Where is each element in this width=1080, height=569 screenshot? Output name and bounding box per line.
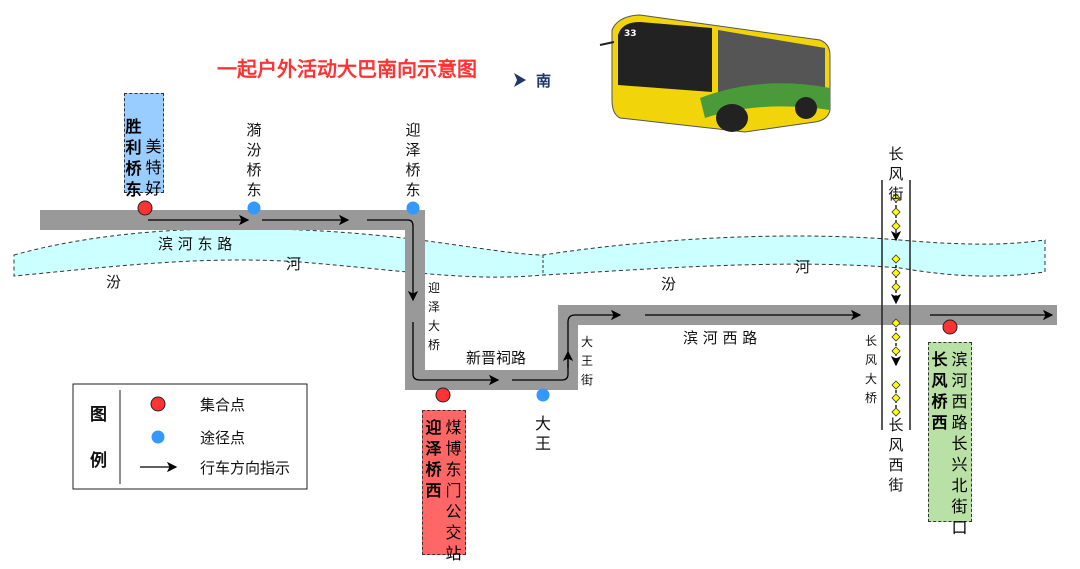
meeting-point-detail: 滨河西路长兴北街口 bbox=[951, 350, 968, 537]
legend-box bbox=[72, 383, 308, 490]
meeting-point-name: 长风桥西 bbox=[931, 350, 948, 432]
meeting-point-dot[interactable] bbox=[137, 200, 153, 216]
meeting-point-card-yingze[interactable]: 迎泽桥西 煤博东门公交站 bbox=[422, 410, 466, 563]
river-label: 河 bbox=[795, 258, 810, 276]
river-label: 汾 bbox=[106, 273, 121, 291]
legend-waypoint-dot bbox=[151, 430, 165, 444]
meeting-point-card-changfeng[interactable]: 长风桥西 滨河西路长兴北街口 bbox=[928, 342, 972, 537]
meeting-point-detail: 美特好 bbox=[145, 137, 162, 198]
meeting-point-card-shengli[interactable]: 胜利桥东 美特好 bbox=[124, 93, 164, 199]
waypoint-label-dawang: 大王 bbox=[535, 414, 552, 453]
river-label: 汾 bbox=[661, 275, 676, 293]
road-label-binhe-west: 滨 河 西 路 bbox=[683, 329, 757, 347]
legend-label-waypoint: 途径点 bbox=[200, 429, 245, 447]
meeting-point-detail: 煤博东门公交站 bbox=[445, 418, 462, 563]
meeting-point-dot[interactable] bbox=[435, 387, 451, 403]
meeting-point-name: 迎泽桥西 bbox=[425, 418, 442, 500]
bus-icon: 33 bbox=[599, 14, 831, 133]
bus-number: 33 bbox=[624, 29, 637, 39]
waypoint-label-yiqiao-east: 漪汾桥东 bbox=[246, 121, 262, 199]
road-label-yingze-bridge: 迎泽大桥 bbox=[428, 281, 441, 352]
changfeng-bridge-markers bbox=[891, 193, 901, 417]
river-label: 河 bbox=[286, 255, 301, 273]
road-label-xinjinci: 新晋祠路 bbox=[466, 349, 526, 367]
road-label-binhe-east: 滨 河 东 路 bbox=[158, 235, 232, 253]
legend-title: 图 bbox=[90, 405, 107, 425]
road-label-changfeng-bridge: 长风大桥 bbox=[865, 334, 878, 405]
waypoint-dot[interactable] bbox=[536, 388, 550, 402]
waypoint-dot[interactable] bbox=[406, 201, 420, 215]
road-label-dawang-street: 大王街 bbox=[581, 335, 594, 387]
road-label-changfeng-west: 长风西街 bbox=[888, 416, 904, 494]
legend-meeting-dot bbox=[150, 396, 166, 412]
meeting-point-dot[interactable] bbox=[942, 319, 958, 335]
direction-label: 南 bbox=[536, 72, 551, 90]
arrow-right-icon bbox=[514, 73, 526, 87]
direction-arrows bbox=[148, 200, 1054, 412]
waypoint-label-yingze-east: 迎泽桥东 bbox=[405, 121, 421, 199]
page-title: 一起户外活动大巴南向示意图 bbox=[217, 57, 477, 81]
legend-label-direction: 行车方向指示 bbox=[200, 459, 290, 477]
waypoint-dot[interactable] bbox=[247, 201, 261, 215]
legend-label-meeting: 集合点 bbox=[200, 396, 245, 414]
meeting-point-name: 胜利桥东 bbox=[125, 117, 142, 199]
road-label-changfeng-street: 长风街 bbox=[888, 145, 904, 203]
river-fen bbox=[13, 228, 1046, 278]
legend-title: 例 bbox=[90, 450, 107, 471]
